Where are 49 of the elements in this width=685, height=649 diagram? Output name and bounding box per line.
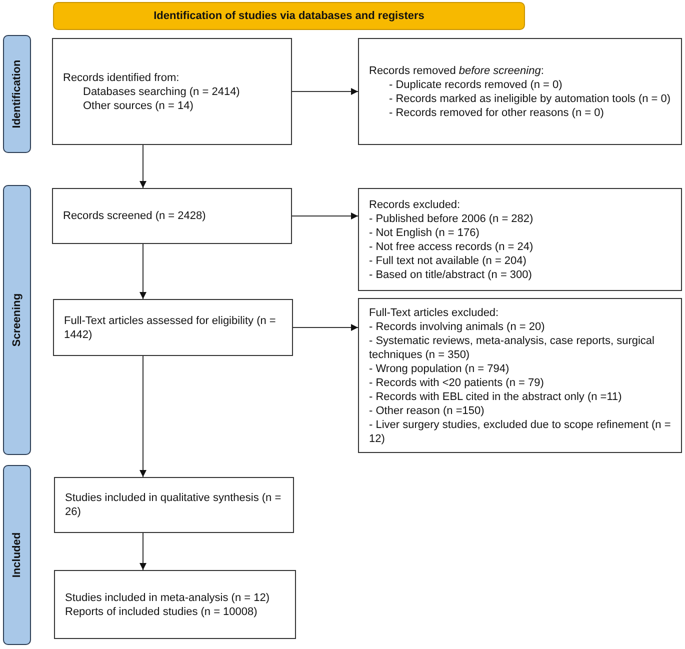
box-text: - Published before 2006 (n = 282): [369, 212, 534, 226]
box-text: Studies included in meta-analysis (n = 12): [65, 590, 271, 604]
box-text: - Liver surgery studies, excluded due to scope refinement (n = 12): [369, 418, 671, 446]
stage-label: Screening: [11, 293, 23, 347]
box-text: - Full text not available (n = 204): [369, 254, 528, 268]
arrow: [140, 356, 146, 478]
stage-label: Identification: [11, 60, 23, 128]
process-box: [52, 38, 292, 145]
box-text: Other sources (n = 14): [82, 98, 194, 112]
stage-band: [3, 35, 31, 153]
arrow: [140, 532, 146, 570]
process-box: [54, 570, 296, 639]
box-text: - Duplicate records removed (n = 0): [388, 78, 564, 92]
box-text: - Records with EBL cited in the abstract only (n =11): [369, 390, 623, 404]
box-text: Reports of included studies (n = 10008): [65, 604, 258, 618]
box-text: - Wrong population (n = 794): [369, 362, 510, 376]
process-box: [52, 188, 292, 244]
process-box: [54, 477, 294, 533]
arrow: [140, 144, 146, 188]
process-box: [358, 188, 682, 291]
process-box: [358, 298, 682, 453]
header-title: Identification of studies via databases and registers: [154, 10, 424, 22]
box-text: Records excluded:: [369, 198, 462, 212]
arrow: [292, 324, 358, 331]
box-text: - Other reason (n =150): [369, 404, 486, 418]
box-text: - Systematic reviews, meta-analysis, case reports, surgical techniques (n = 350): [369, 334, 656, 362]
box-text: - Based on title/abstract (n = 300): [369, 268, 533, 282]
stage-band: [3, 185, 31, 455]
process-box: [53, 299, 293, 356]
box-text: Records screened (n = 2428): [63, 209, 207, 223]
arrow: [292, 212, 358, 220]
box-text: Databases searching (n = 2414): [82, 84, 241, 98]
box-text: - Not English (n = 176): [369, 226, 480, 240]
arrow: [292, 88, 358, 95]
box-text: Full-Text articles assessed for eligibility (n = 1442): [64, 314, 277, 342]
box-text: Records removed before screening:: [369, 64, 545, 78]
header-banner: [53, 2, 525, 30]
box-text: Full-Text articles excluded:: [369, 306, 500, 320]
box-text: - Not free access records (n = 24): [369, 240, 534, 254]
arrow: [140, 244, 146, 300]
box-text: - Records removed for other reasons (n = 0): [388, 106, 605, 120]
stage-band: [3, 465, 31, 645]
box-text: Records identified from:: [63, 70, 180, 84]
box-text: - Records with <20 patients (n = 79): [369, 376, 545, 390]
stage-label: Included: [11, 532, 23, 578]
box-text: - Records marked as ineligible by automation tools (n = 0): [388, 92, 671, 106]
box-text: Studies included in qualitative synthesis (n = 26): [65, 491, 282, 519]
box-text: - Records involving animals (n = 20): [369, 320, 546, 334]
process-box: [358, 38, 682, 145]
